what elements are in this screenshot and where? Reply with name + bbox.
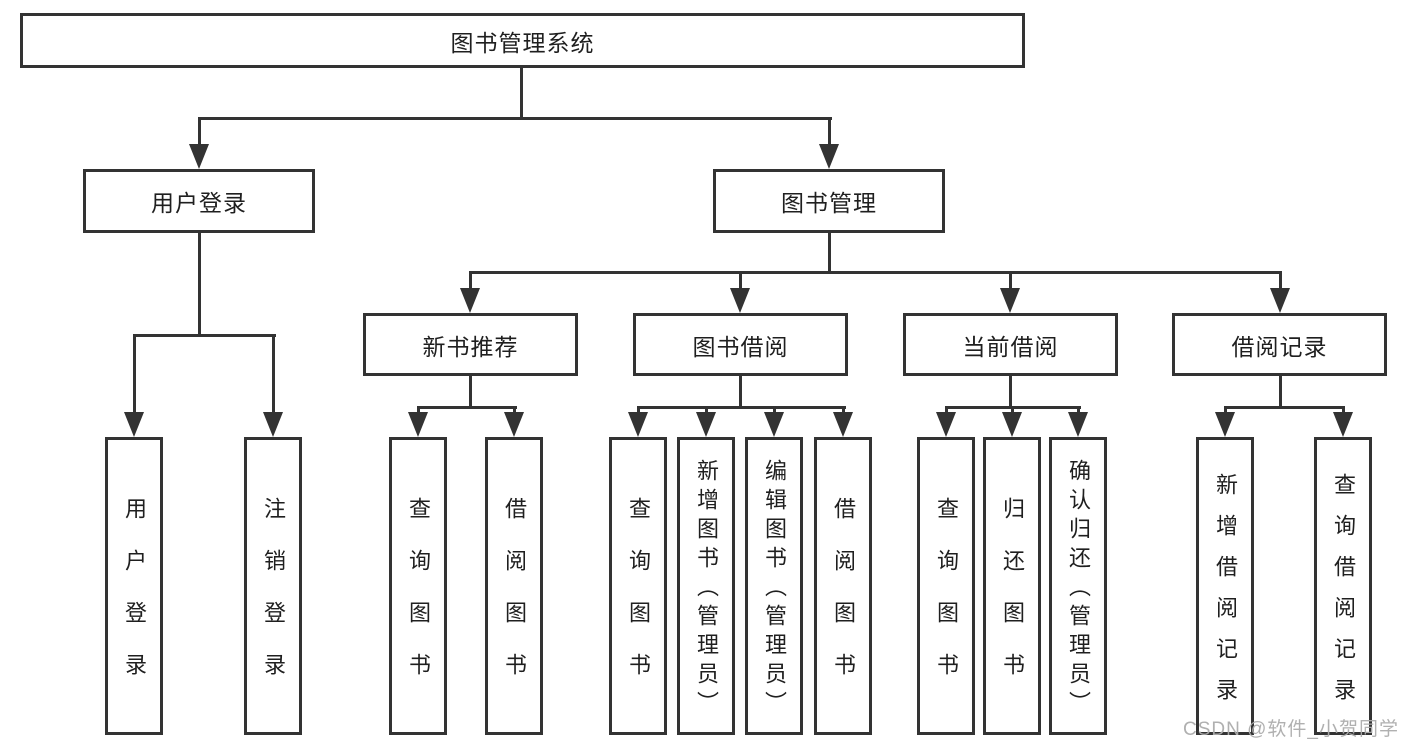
node-borrow-records-label: 借阅记录 [1231,333,1328,360]
arrow-down-icon [1002,412,1022,437]
node-leaf-label: 注销登录 [261,497,286,705]
arrow-down-icon [1068,412,1088,437]
node-leaf-borrow-query: 查询图书 [609,437,667,735]
node-root: 图书管理系统 [20,13,1025,68]
node-leaf-label: 归还图书 [1000,497,1025,705]
arrow-down-icon [696,412,716,437]
node-leaf-label: 借阅图书 [831,497,856,705]
node-leaf-label: 新增借阅记录 [1213,472,1238,719]
arrow-down-icon [1000,288,1020,313]
node-leaf-label: 用户登录 [122,497,147,705]
arrow-down-icon [1215,412,1235,437]
node-leaf-user-login: 用户登录 [105,437,163,735]
connector-vline [197,117,201,147]
connector-hline [1223,406,1345,409]
node-book-mgmt: 图书管理 [713,169,945,233]
node-leaf-label: 查询借阅记录 [1331,472,1356,719]
connector-vline [827,117,831,147]
connector-hline [468,271,1282,274]
node-book-mgmt-label: 图书管理 [781,190,877,216]
arrow-down-icon [730,288,750,313]
node-new-book: 新书推荐 [363,313,578,376]
arrow-down-icon [1333,412,1353,437]
connector-vline [1223,406,1227,416]
connector-vline [1341,406,1345,416]
connector-hline [197,117,832,120]
node-book-borrow: 图书借阅 [633,313,848,376]
node-leaf-current-return: 归还图书 [983,437,1041,735]
node-leaf-borrow-borrow: 借阅图书 [814,437,872,735]
connector-vline [841,406,845,416]
connector-vline [132,334,136,414]
connector-vline [512,406,516,416]
arrow-down-icon [764,412,784,437]
arrow-down-icon [460,288,480,313]
arrow-down-icon [833,412,853,437]
node-leaf-label: 借阅图书 [502,497,527,705]
node-leaf-current-query: 查询图书 [917,437,975,735]
node-leaf-label: 查询图书 [934,497,959,705]
arrow-down-icon [936,412,956,437]
connector-vline [271,334,275,414]
connector-vline [1076,406,1080,416]
connector-hline [636,406,846,409]
connector-vline [416,406,420,416]
connector-hline [416,406,517,409]
node-leaf-borrow-add: 新增图书（管理员） [677,437,735,735]
node-current-borrow-label: 当前借阅 [962,333,1059,360]
node-leaf-label: 新增图书（管理员） [694,459,719,720]
node-borrow-records: 借阅记录 [1172,313,1387,376]
connector-vline [197,233,201,336]
node-root-label: 图书管理系统 [450,29,595,56]
node-leaf-label: 编辑图书（管理员） [762,459,787,720]
connector-vline [827,233,831,273]
connector-vline [520,68,523,118]
arrow-down-icon [263,412,283,437]
connector-vline [1278,271,1282,291]
node-user-login-label: 用户登录 [151,190,247,216]
node-leaf-label: 确认归还（管理员） [1066,459,1091,720]
node-leaf-borrow-edit: 编辑图书（管理员） [745,437,803,735]
arrow-down-icon [189,144,209,169]
arrow-down-icon [408,412,428,437]
node-leaf-label: 查询图书 [626,497,651,705]
node-leaf-label: 查询图书 [406,497,431,705]
node-book-borrow-label: 图书借阅 [692,333,789,360]
node-user-login: 用户登录 [83,169,315,233]
arrow-down-icon [124,412,144,437]
node-leaf-record-add: 新增借阅记录 [1196,437,1254,735]
node-leaf-newbook-borrow: 借阅图书 [485,437,543,735]
connector-vline [1008,271,1012,291]
connector-vline [738,376,742,408]
connector-vline [1278,376,1282,408]
node-leaf-record-query: 查询借阅记录 [1314,437,1372,735]
connector-vline [738,271,742,291]
node-leaf-current-confirm: 确认归还（管理员） [1049,437,1107,735]
connector-vline [772,406,776,416]
node-leaf-logout: 注销登录 [244,437,302,735]
arrow-down-icon [1270,288,1290,313]
connector-vline [636,406,640,416]
arrow-down-icon [504,412,524,437]
connector-vline [468,271,472,291]
connector-vline [944,406,948,416]
connector-vline [1008,376,1012,408]
connector-hline [132,334,276,337]
connector-vline [704,406,708,416]
arrow-down-icon [819,144,839,169]
node-new-book-label: 新书推荐 [422,333,519,360]
connector-vline [1010,406,1014,416]
arrow-down-icon [628,412,648,437]
connector-vline [468,376,472,408]
node-current-borrow: 当前借阅 [903,313,1118,376]
watermark: CSDN @软件_小贺同学 [1183,719,1399,740]
node-leaf-newbook-query: 查询图书 [389,437,447,735]
